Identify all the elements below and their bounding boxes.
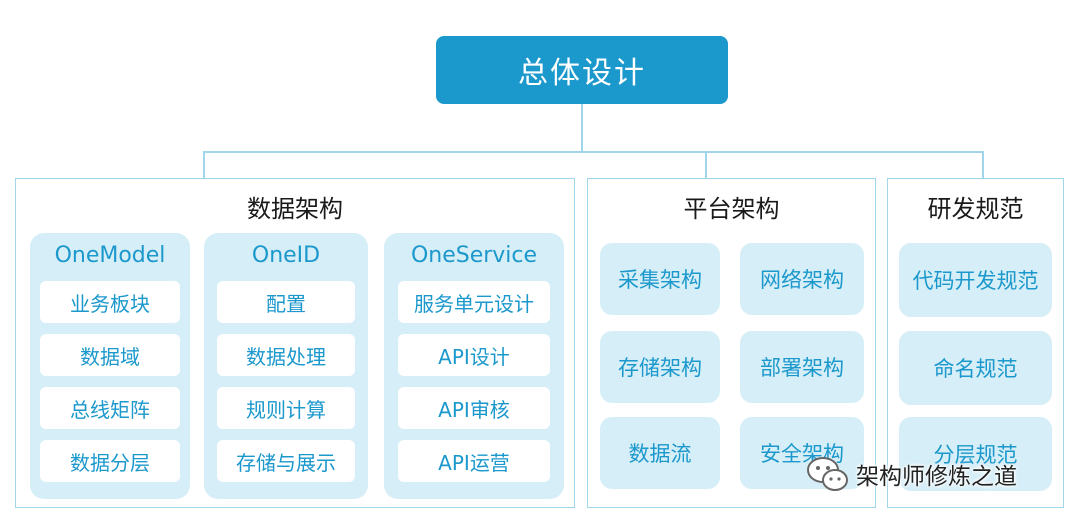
list-item: 存储与展示 (217, 440, 355, 482)
section-title: 数据架构 (247, 195, 343, 223)
group-oneservice: OneService 服务单元设计 API设计 API审核 API运营 (384, 233, 564, 499)
root-node: 总体设计 (436, 36, 728, 104)
card-item: 采集架构 (600, 243, 720, 315)
connector-dev-standards (982, 151, 984, 180)
wechat-icon (807, 457, 848, 491)
section-data-architecture: 数据架构 OneModel 业务板块 数据域 总线矩阵 数据分层 OneID 配… (15, 178, 575, 508)
group-onemodel: OneModel 业务板块 数据域 总线矩阵 数据分层 (30, 233, 190, 499)
list-item: 数据分层 (40, 440, 180, 482)
list-item: API运营 (398, 440, 550, 482)
card-item: 网络架构 (740, 243, 864, 315)
connector-root-down (581, 104, 583, 152)
group-title: OneID (251, 243, 321, 268)
watermark-text: 架构师修炼之道 (856, 464, 1017, 490)
group-title: OneService (410, 243, 538, 268)
list-item: 数据域 (40, 334, 180, 376)
list-item: 总线矩阵 (40, 387, 180, 429)
card-item: 代码开发规范 (899, 243, 1052, 317)
section-platform-architecture: 平台架构 采集架构 网络架构 存储架构 部署架构 数据流 安全架构 (587, 178, 876, 508)
list-item: 业务板块 (40, 281, 180, 323)
card-item: 分层规范 (899, 417, 1052, 491)
connector-data-arch (203, 151, 205, 180)
card-item: 命名规范 (899, 331, 1052, 405)
list-item: 服务单元设计 (398, 281, 550, 323)
list-item: API审核 (398, 387, 550, 429)
card-item: 数据流 (600, 417, 720, 489)
card-item: 存储架构 (600, 331, 720, 403)
group-oneid: OneID 配置 数据处理 规则计算 存储与展示 (204, 233, 368, 499)
watermark: 架构师修炼之道 (806, 452, 1017, 496)
connector-horizontal (203, 151, 984, 153)
list-item: 规则计算 (217, 387, 355, 429)
section-dev-standards: 研发规范 代码开发规范 命名规范 分层规范 (887, 178, 1064, 508)
list-item: API设计 (398, 334, 550, 376)
section-title: 研发规范 (927, 195, 1024, 223)
section-title: 平台架构 (683, 195, 780, 223)
card-item: 部署架构 (740, 331, 864, 403)
list-item: 数据处理 (217, 334, 355, 376)
group-title: OneModel (54, 243, 166, 268)
list-item: 配置 (217, 281, 355, 323)
connector-platform-arch (705, 151, 707, 180)
